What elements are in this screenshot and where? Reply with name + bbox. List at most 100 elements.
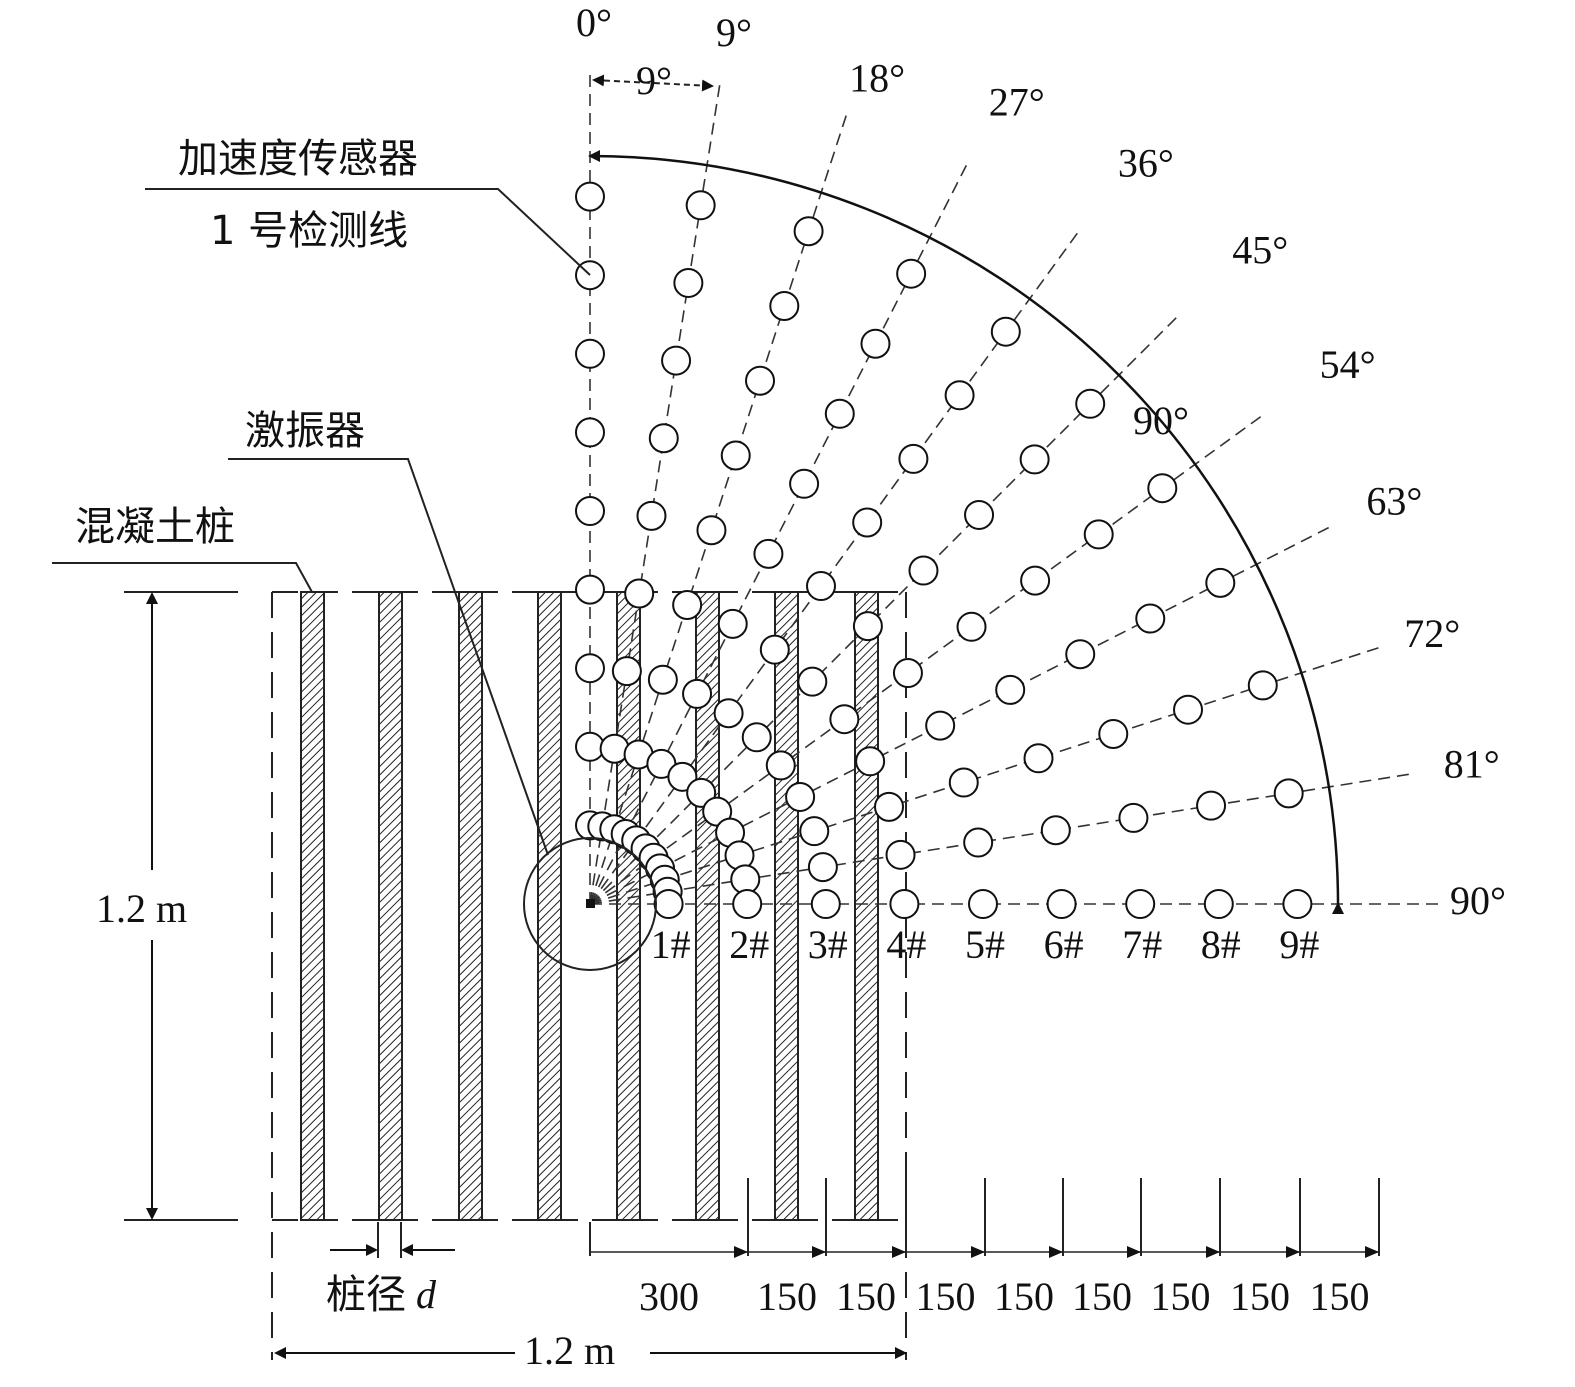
spacing-label: 150 [994, 1274, 1054, 1319]
accelerometer-sensor [925, 710, 956, 741]
accelerometer-leader [145, 188, 591, 276]
accelerometer-sensor [896, 258, 927, 289]
detection-line-0: 0° [575, 0, 612, 904]
accelerometer-sensor [852, 611, 883, 642]
accelerometer-sensor [963, 827, 994, 858]
sensor-number-label: 1# [651, 922, 691, 967]
angle-label: 63° [1366, 478, 1422, 523]
accelerometer-sensor [1147, 473, 1178, 504]
concrete-pile [854, 591, 879, 1221]
detection-lines: 0°9°18°27°36°45°54°63°72°81°90°1#2#3#4#5… [575, 0, 1506, 967]
accelerometer-sensor [1075, 388, 1106, 419]
spacing-arrowhead [1286, 1246, 1300, 1258]
accelerometer-sensor [653, 889, 684, 919]
accelerometer-sensor [636, 500, 667, 531]
accelerometer-sensor [797, 666, 828, 697]
accelerometer-sensor [956, 611, 987, 642]
spacing-label: 150 [1230, 1274, 1290, 1319]
accelerometer-sensor [810, 889, 841, 919]
accelerometer-sensor [1020, 565, 1051, 596]
accelerometer-sensor [769, 290, 800, 321]
accelerometer-sensor [1118, 802, 1149, 833]
angle-label: 9° [716, 10, 752, 55]
spacing-arrowhead [1127, 1246, 1141, 1258]
detection-line-90: 90° [590, 878, 1506, 923]
accelerometer-label: 加速度传感器 [178, 136, 418, 182]
angle-label: 45° [1232, 228, 1288, 273]
accelerometer-sensor [995, 674, 1026, 705]
accelerometer-sensor [964, 499, 995, 530]
accelerometer-sensor [789, 468, 820, 499]
accelerometer-sensor [745, 365, 776, 396]
concrete-pile [378, 591, 403, 1221]
accelerometer-sensor [575, 338, 605, 369]
angle-label: 54° [1320, 342, 1376, 387]
accelerometer-sensor [1125, 889, 1156, 919]
sensor-number-label: 4# [886, 922, 926, 967]
accelerometer-sensor [799, 816, 830, 847]
accelerometer-sensor [685, 190, 716, 221]
accelerometer-sensor [1083, 519, 1114, 550]
spacing-arrowhead [892, 1246, 906, 1258]
concrete-pile [616, 591, 641, 1221]
accelerometer-sensor [1203, 889, 1234, 919]
concrete-pile [537, 591, 562, 1221]
accelerometer-sensor [1046, 889, 1077, 919]
spacing-label: 150 [836, 1274, 896, 1319]
accelerometer-sensor [682, 678, 713, 709]
angle-label: 90° [1450, 878, 1506, 923]
accelerometer-sensor [647, 664, 678, 695]
sensor-number-label: 7# [1122, 922, 1162, 967]
accelerometer-sensor [741, 722, 772, 753]
spacing-label: 150 [1151, 1274, 1211, 1319]
concrete-pile [300, 591, 325, 1221]
gap-label: 9° [636, 58, 672, 103]
spacing-label: 150 [1310, 1274, 1370, 1319]
spacing-label: 150 [916, 1274, 976, 1319]
height-label: 1.2 m [96, 886, 187, 931]
detection-line-45: 45° [589, 228, 1288, 905]
accelerometer-sensor [805, 571, 836, 602]
accelerometer-sensor [885, 839, 916, 870]
sensor-number-label: 6# [1044, 922, 1084, 967]
accelerometer-sensor [968, 889, 998, 919]
accelerometer-sensor [807, 852, 838, 883]
accelerometer-sensor [720, 440, 751, 471]
accelerometer-sensor [948, 767, 979, 798]
sensor-number-label: 2# [729, 922, 769, 967]
detection-line-label: 1 号检测线 [210, 208, 408, 254]
accelerometer-sensor [717, 608, 748, 639]
accelerometer-sensor [732, 889, 763, 919]
accelerometer-sensor [624, 578, 655, 609]
accelerometer-sensor [575, 496, 605, 526]
accelerometer-sensor [672, 589, 703, 620]
sweep-label: 90° [1133, 398, 1189, 443]
angle-label: 0° [576, 0, 612, 45]
accelerometer-sensor [944, 380, 975, 411]
sensor-number-label: 8# [1201, 922, 1241, 967]
accelerometer-sensor [575, 181, 605, 212]
detection-line-72: 72° [589, 611, 1460, 905]
spacing-label: 300 [639, 1274, 699, 1319]
pile-label: 混凝土桩 [75, 504, 235, 550]
accelerometer-sensor [829, 704, 860, 735]
accelerometer-sensor [889, 889, 920, 919]
accelerometer-sensor [1019, 444, 1050, 475]
angle-label: 36° [1118, 140, 1174, 185]
exciter-leader [228, 458, 549, 856]
accelerometer-sensor [713, 698, 744, 729]
accelerometer-sensor [785, 781, 816, 812]
spacing-label: 150 [757, 1274, 817, 1319]
accelerometer-sensor [898, 443, 929, 474]
accelerometer-sensor [673, 267, 704, 298]
accelerometer-sensor [1173, 694, 1204, 725]
spacing-arrowhead [1049, 1246, 1063, 1258]
exciter-point [586, 899, 595, 908]
concrete-pile [458, 591, 483, 1221]
accelerometer-sensor [648, 423, 679, 454]
accelerometer-sensor [753, 538, 784, 569]
spacing-arrowhead [1365, 1246, 1379, 1258]
